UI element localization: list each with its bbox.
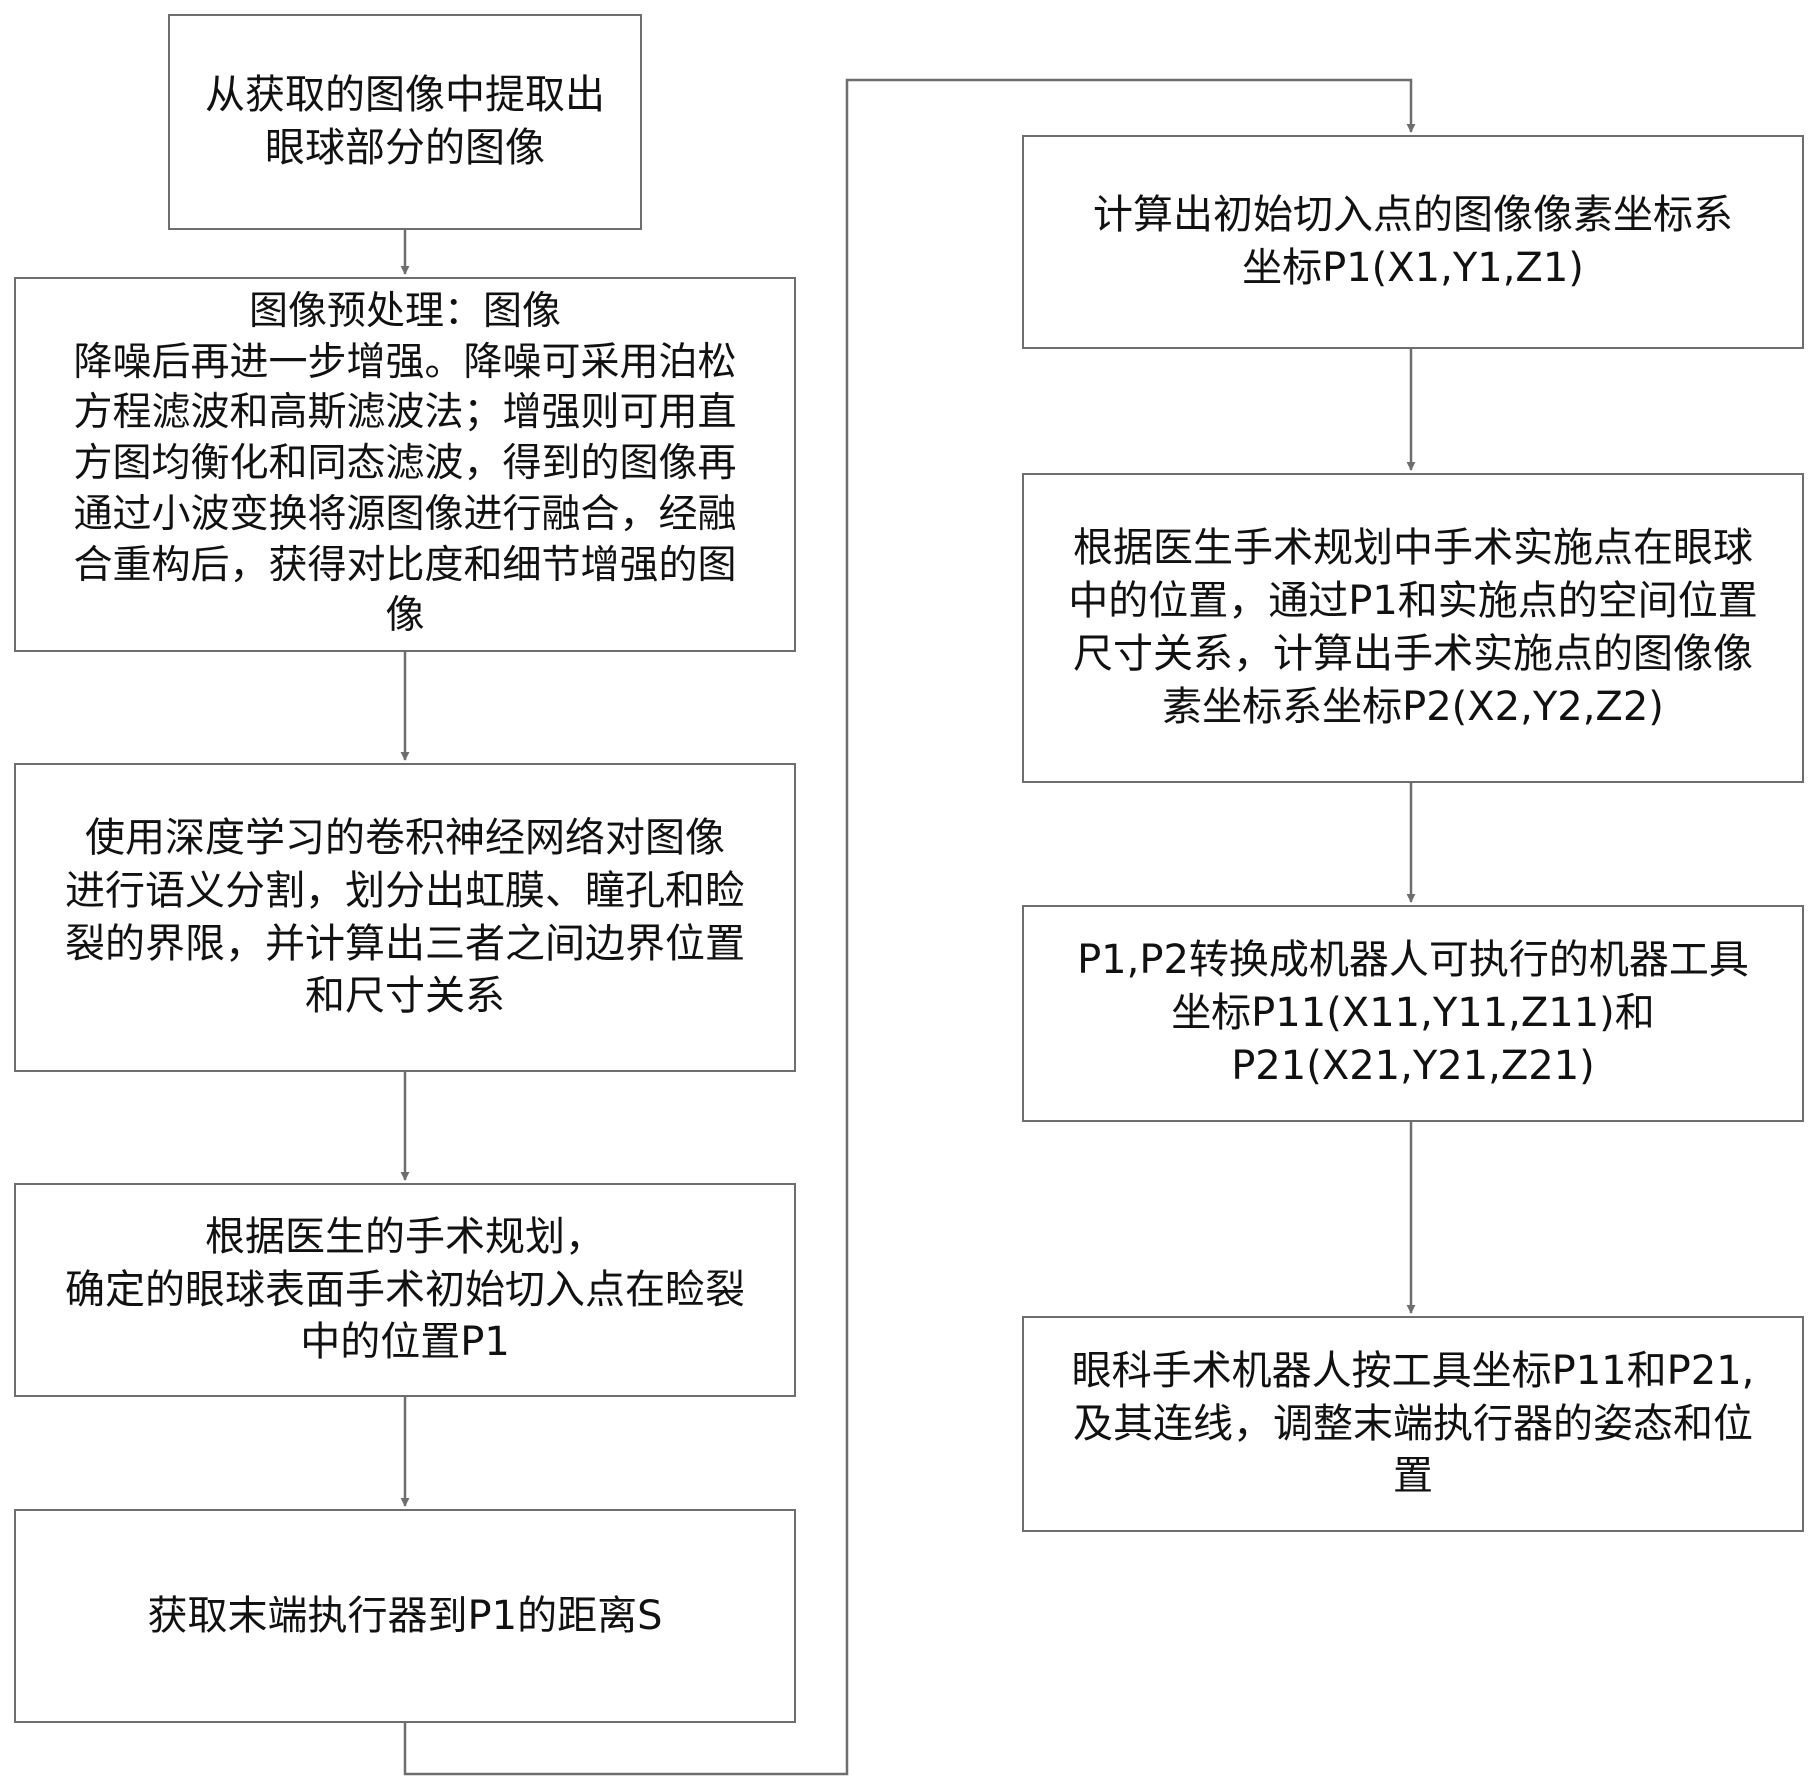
step-preprocess-text: 图像预处理：图像 降噪后再进一步增强。降噪可采用泊松 方程滤波和高斯滤波法；增强… (73, 289, 737, 639)
step-adjust-pose-text: 眼科手术机器人按工具坐标P11和P21, 及其连线，调整末端执行器的姿态和位 置 (1071, 1347, 1755, 1500)
step-tool-coords: P1,P2转换成机器人可执行的机器工具 坐标P11(X11,Y11,Z11)和 … (1022, 905, 1804, 1122)
step-segmentation-text: 使用深度学习的卷积神经网络对图像 进行语义分割，划分出虹膜、瞳孔和睑 裂的界限，… (65, 814, 745, 1020)
step-extract-eyeball: 从获取的图像中提取出 眼球部分的图像 (168, 14, 642, 230)
step-p2-coords-text: 根据医生手术规划中手术实施点在眼球 中的位置，通过P1和实施点的空间位置 尺寸关… (1068, 525, 1758, 730)
step-p1-coords-text: 计算出初始切入点的图像像素坐标系 坐标P1(X1,Y1,Z1) (1093, 192, 1733, 291)
step-distance: 获取末端执行器到P1的距离S (14, 1509, 796, 1723)
step-extract-eyeball-text: 从获取的图像中提取出 眼球部分的图像 (205, 72, 605, 171)
step-adjust-pose: 眼科手术机器人按工具坐标P11和P21, 及其连线，调整末端执行器的姿态和位 置 (1022, 1316, 1804, 1532)
step-preprocess: 图像预处理：图像 降噪后再进一步增强。降噪可采用泊松 方程滤波和高斯滤波法；增强… (14, 277, 796, 652)
step-p1-coords: 计算出初始切入点的图像像素坐标系 坐标P1(X1,Y1,Z1) (1022, 135, 1804, 349)
arrow-5-6 (403, 78, 1416, 1776)
step-distance-text: 获取末端执行器到P1的距离S (147, 1592, 663, 1639)
step-p2-coords: 根据医生手术规划中手术实施点在眼球 中的位置，通过P1和实施点的空间位置 尺寸关… (1022, 473, 1804, 783)
step-incision-point: 根据医生的手术规划， 确定的眼球表面手术初始切入点在睑裂 中的位置P1 (14, 1183, 796, 1397)
step-tool-coords-text: P1,P2转换成机器人可执行的机器工具 坐标P11(X11,Y11,Z11)和 … (1077, 937, 1749, 1089)
step-incision-point-text: 根据医生的手术规划， 确定的眼球表面手术初始切入点在睑裂 中的位置P1 (65, 1213, 745, 1366)
step-segmentation: 使用深度学习的卷积神经网络对图像 进行语义分割，划分出虹膜、瞳孔和睑 裂的界限，… (14, 763, 796, 1072)
